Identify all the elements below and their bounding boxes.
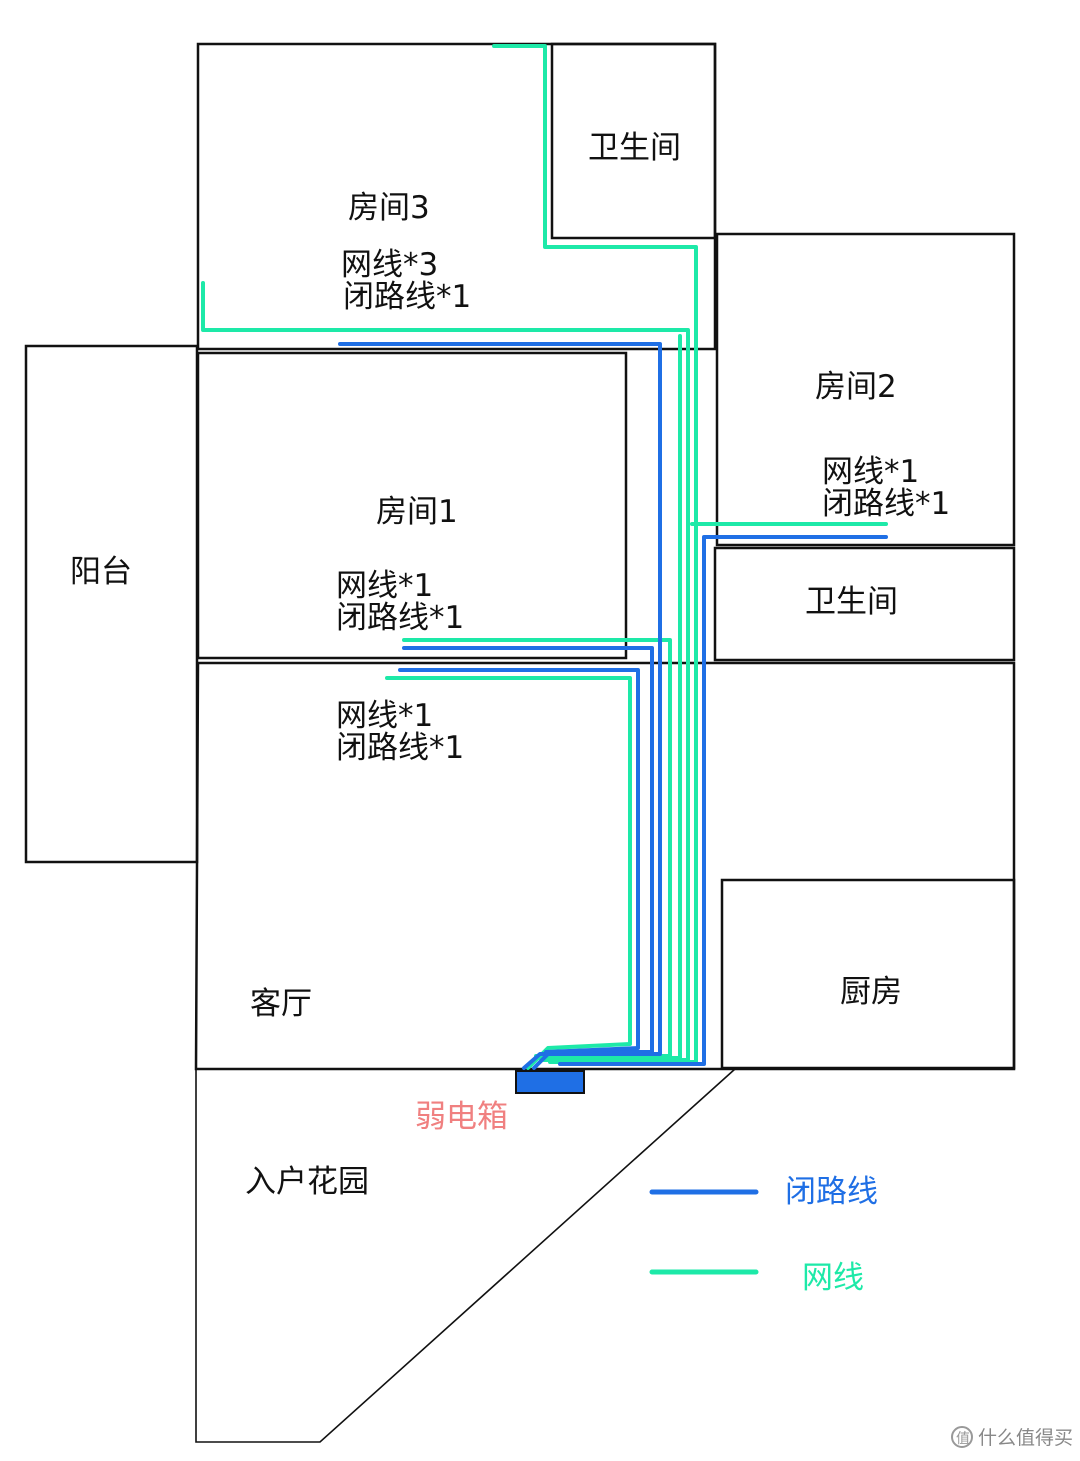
kitchen-name: 厨房	[840, 974, 902, 1010]
room1-wall	[196, 351, 628, 660]
kitchen-wall	[720, 878, 1016, 1070]
loop-cable-room1	[402, 646, 654, 1070]
room3-loop-count: 闭路线*1	[343, 279, 471, 315]
legend: 闭路线 网线	[649, 1174, 878, 1296]
watermark: 值 什么值得买	[951, 1426, 1073, 1449]
loop-cables	[338, 342, 888, 1070]
legend-net-label: 网线	[802, 1260, 864, 1296]
loop-cable-living	[398, 668, 640, 1054]
bath-mid-name: 卫生间	[805, 584, 898, 620]
loop-cable-room3	[338, 342, 662, 1070]
garden-name: 入户花园	[245, 1164, 369, 1200]
room1-loop-count: 闭路线*1	[336, 600, 464, 636]
living-net-count: 网线*1	[336, 698, 433, 734]
room1-net-count: 网线*1	[336, 568, 433, 604]
bath-top-wall	[550, 42, 717, 240]
walls	[24, 42, 1016, 1443]
smzdm-logo-icon: 值	[951, 1426, 973, 1448]
living-loop-count: 闭路线*1	[336, 730, 464, 766]
svg-text:值: 值	[956, 1431, 970, 1447]
room2-net-count: 网线*1	[822, 454, 919, 490]
room3-name: 房间3	[348, 190, 430, 226]
room2-loop-count: 闭路线*1	[822, 486, 950, 522]
legend-loop-label: 闭路线	[785, 1174, 878, 1210]
network-cables	[201, 44, 888, 1070]
room2-wall	[715, 232, 1016, 547]
room2-name: 房间2	[815, 369, 897, 405]
bath-top-name: 卫生间	[588, 130, 681, 166]
living-name: 客厅	[250, 986, 312, 1022]
bath-mid-wall	[713, 546, 1016, 662]
distribution-box-label: 弱电箱	[415, 1099, 508, 1135]
balcony-name: 阳台	[70, 554, 132, 590]
loop-cable-room2	[558, 535, 888, 1066]
network-cable-room3-a	[492, 44, 698, 1064]
balcony-wall	[24, 344, 199, 864]
room1-name: 房间1	[376, 494, 458, 530]
garden-wall	[195, 1068, 736, 1443]
distribution-box	[515, 1070, 585, 1094]
watermark-text: 什么值得买	[978, 1427, 1073, 1449]
room3-net-count: 网线*3	[341, 247, 438, 283]
